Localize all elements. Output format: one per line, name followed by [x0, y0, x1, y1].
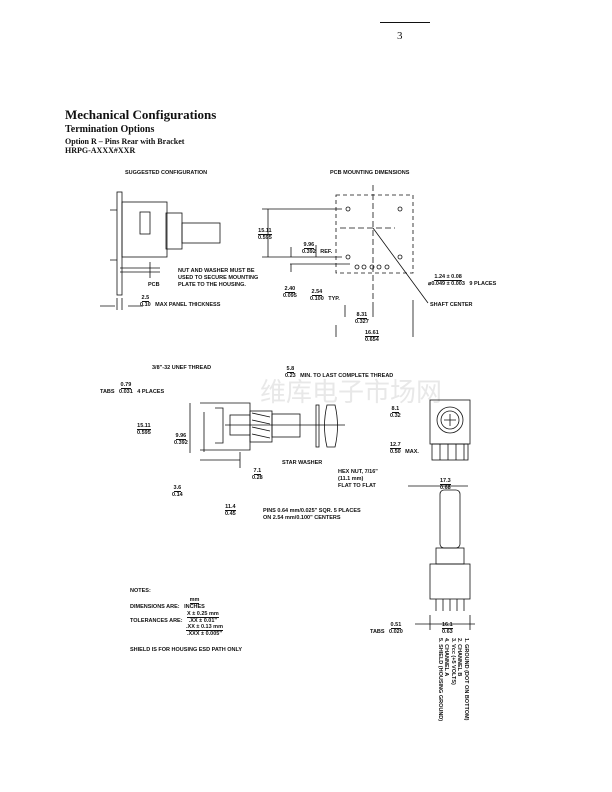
pins-line: ON 2.54 mm/0.100" CENTERS: [263, 515, 341, 521]
suggested-configuration-heading: SUGGESTED CONFIGURATION: [125, 170, 208, 176]
nut-note-line: USED TO SECURE MOUNTING: [178, 275, 259, 281]
pinout-item: 1. GROUND (DOT ON BOTTOM): [463, 638, 469, 721]
pinout-item: 3. Vcc (+5 VOLTS): [450, 638, 456, 685]
pcb-mounting-drawing: [262, 185, 429, 337]
hex-nut-line: HEX NUT, 7/16": [338, 469, 378, 475]
front-view-drawing: [408, 399, 475, 630]
hex-nut-line: (11.1 mm): [338, 476, 364, 482]
page-number: 3: [397, 30, 403, 42]
shaft-center-label: SHAFT CENTER: [430, 302, 473, 308]
pinout-item: 5. SHIELD (HOUSING GROUND): [437, 638, 443, 722]
suggested-configuration-drawing: [100, 191, 221, 310]
section-title: Termination Options: [65, 124, 155, 135]
hex-nut-line: FLAT TO FLAT: [338, 483, 376, 489]
nut-note-line: NUT AND WASHER MUST BE: [178, 268, 255, 274]
shield-note: SHIELD IS FOR HOUSING ESD PATH ONLY: [130, 647, 243, 653]
notes-title: NOTES:: [130, 588, 151, 594]
pcb-label: PCB: [148, 282, 160, 288]
page-title: Mechanical Configurations: [65, 107, 217, 122]
header-rule: [380, 22, 430, 23]
nut-note-line: PLATE TO THE HOUSING.: [178, 282, 246, 288]
hex-nut-label: HEX NUT, 7/16"(11.1 mm)FLAT TO FLAT: [338, 469, 378, 490]
side-view-drawing: [189, 402, 345, 468]
pins-line: PINS 0.64 mm/0.025" SQR. 5 PLACES: [263, 508, 361, 514]
mounting-holes: [345, 206, 403, 270]
tolerance-note: TOLERANCES ARE: X ± 0.25 mm.XX ± 0.01": [130, 611, 219, 625]
part-number: HRPG-AXXX#XXR: [65, 146, 136, 155]
thread-label: 3/8"-32 UNEF THREAD: [152, 365, 212, 371]
nut-note: NUT AND WASHER MUST BE USED TO SECURE MO…: [178, 268, 258, 289]
watermark: 维库电子市场网: [260, 378, 443, 408]
pcb-mounting-heading: PCB MOUNTING DIMENSIONS: [330, 170, 410, 176]
tolerance-note-2: .XX ± 0.13 mm.XXX ± 0.005": [186, 624, 223, 638]
option-title: Option R – Pins Rear with Bracket: [65, 137, 185, 146]
star-washer-label: STAR WASHER: [282, 460, 323, 466]
pinout-list: 1. GROUND (DOT ON BOTTOM) 2. CHANNEL B 3…: [437, 638, 469, 722]
